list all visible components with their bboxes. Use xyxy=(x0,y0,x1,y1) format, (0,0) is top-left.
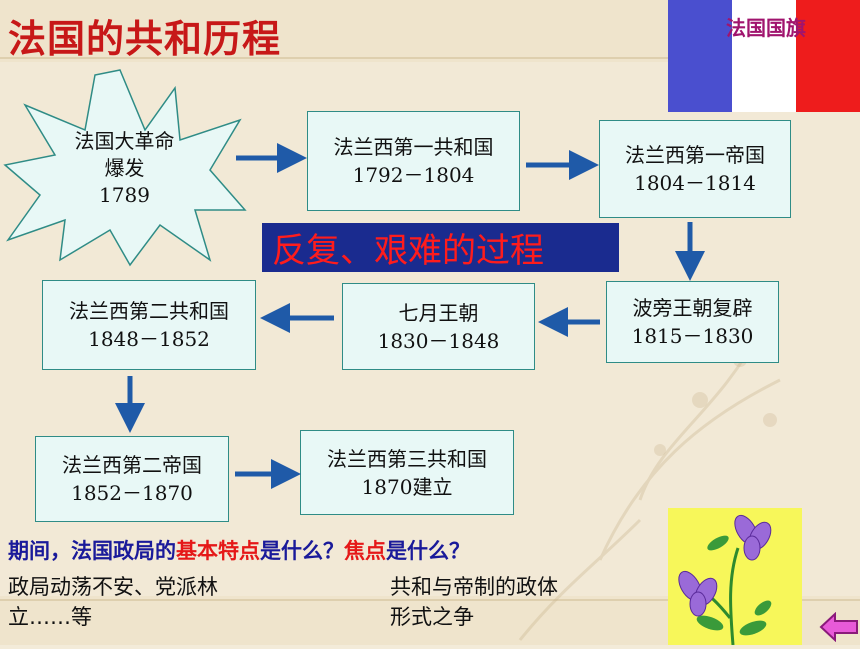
stage-years: 1852－1870 xyxy=(71,481,193,505)
stage-third-republic: 法兰西第三共和国 1870建立 xyxy=(300,430,514,515)
answer-left: 政局动荡不安、党派林 立……等 xyxy=(8,572,218,633)
stage-years: 1815－1830 xyxy=(631,324,754,348)
question-part: 是什么？ xyxy=(386,539,470,563)
question-highlight-basic: 基本特点 xyxy=(176,539,260,563)
question-part: 期间，法国政局的 xyxy=(8,539,176,563)
stage-years: 1792－1804 xyxy=(352,163,475,187)
starburst-shape xyxy=(3,69,247,267)
stage-second-empire: 法兰西第二帝国 1852－1870 xyxy=(35,436,229,522)
stage-first-republic: 法兰西第一共和国 1792－1804 xyxy=(307,111,520,211)
answer-left-line2: 立……等 xyxy=(8,605,92,630)
stage-name: 法兰西第二帝国 xyxy=(62,453,202,477)
answer-right-line1: 共和与帝制的政体 xyxy=(390,575,558,599)
flower-image xyxy=(668,508,802,646)
start-event-line2: 爆发 xyxy=(104,156,145,180)
stage-years: 1870建立 xyxy=(361,474,453,499)
answer-left-line1: 政局动荡不安、党派林 xyxy=(8,575,218,599)
flag-red-stripe xyxy=(796,0,860,112)
flag-label: 法国国旗 xyxy=(726,16,806,40)
answer-right: 共和与帝制的政体 形式之争 xyxy=(390,572,558,633)
answer-right-line2: 形式之争 xyxy=(390,605,474,630)
start-event-year: 1789 xyxy=(99,183,150,207)
start-event-text: 法国大革命 爆发 1789 xyxy=(52,128,197,209)
stage-name: 七月王朝 xyxy=(398,300,479,325)
stage-bourbon-restoration: 波旁王朝复辟 1815－1830 xyxy=(606,281,779,363)
stage-years: 1830－1848 xyxy=(377,328,500,353)
stage-name: 法兰西第二共和国 xyxy=(69,299,229,323)
stage-years: 1848－1852 xyxy=(88,327,210,351)
process-banner: 反复、艰难的过程 xyxy=(262,223,619,272)
page-title: 法国的共和历程 xyxy=(8,17,282,61)
stage-name: 法兰西第三共和国 xyxy=(327,446,487,471)
french-flag xyxy=(668,0,860,112)
flag-blue-stripe xyxy=(668,0,732,112)
question-text: 期间，法国政局的基本特点是什么？焦点是什么？ xyxy=(8,535,470,565)
stage-second-republic: 法兰西第二共和国 1848－1852 xyxy=(42,280,256,370)
stage-first-empire: 法兰西第一帝国 1804－1814 xyxy=(599,120,791,218)
stage-name: 法兰西第一共和国 xyxy=(333,135,494,159)
stage-years: 1804－1814 xyxy=(634,171,756,195)
question-part: 是什么？ xyxy=(260,539,344,563)
start-event-line1: 法国大革命 xyxy=(74,129,175,153)
question-highlight-focus: 焦点 xyxy=(344,539,386,563)
flag-white-stripe xyxy=(732,0,796,112)
stage-name: 法兰西第一帝国 xyxy=(625,143,765,167)
back-arrow-icon[interactable] xyxy=(819,612,859,642)
stage-july-monarchy: 七月王朝 1830－1848 xyxy=(342,283,535,370)
stage-name: 波旁王朝复辟 xyxy=(632,296,753,320)
